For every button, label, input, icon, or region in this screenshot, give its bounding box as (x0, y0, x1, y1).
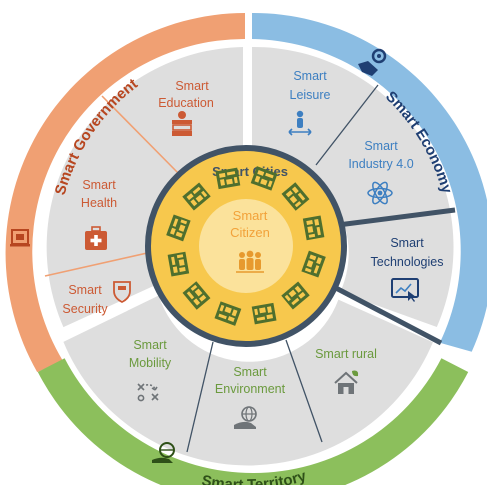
environment-label-line1: Smart (233, 365, 267, 379)
territory-sector-bg (63, 295, 433, 466)
divider-industry-technologies (337, 207, 456, 228)
mobility-label-line1: Smart (133, 338, 167, 352)
city-map-tile (251, 302, 277, 325)
citizen-label-line1: Smart (233, 208, 268, 223)
city-map-tile (301, 250, 326, 278)
divider-leisure-industry (315, 84, 379, 166)
environment-label-line2: Environment (215, 382, 286, 396)
touch-screen-icon (391, 278, 419, 302)
industry-label-line2: Industry 4.0 (348, 157, 413, 171)
atom-icon (367, 181, 393, 205)
government-sector-bg (46, 47, 243, 328)
city-map-tiles (166, 166, 326, 326)
city-map-tile (281, 281, 310, 310)
leisure-label-line1: Smart (293, 69, 327, 83)
leisure-label-line2: Leisure (290, 88, 331, 102)
citizen-label-line2: Citizen (230, 225, 270, 240)
city-map-tile (215, 167, 241, 190)
government-building-icon (10, 229, 30, 247)
city-map-tile (302, 215, 325, 241)
people-group-icon (236, 250, 264, 273)
economy-sector-bg (252, 46, 454, 327)
citizen-circle (199, 199, 293, 293)
city-map-tile (250, 166, 278, 191)
divider-health-security (44, 250, 157, 277)
city-map-tile (281, 182, 310, 211)
medical-kit-icon (85, 226, 107, 250)
education-label-line1: Smart (175, 79, 209, 93)
industry-label-line1: Smart (364, 139, 398, 153)
security-label-line2: Security (62, 302, 108, 316)
person-arrows-icon (288, 110, 312, 136)
economy-ring (252, 12, 487, 352)
hand-gear-icon (358, 48, 387, 76)
divider-education-health (101, 95, 183, 178)
globe-hand-badge-icon (152, 442, 175, 463)
divider-mobility-environment (186, 341, 214, 453)
sector-environment: Smart Environment (215, 365, 286, 429)
divider-technologies-territory (332, 284, 443, 346)
strategy-icon (137, 383, 159, 402)
rural-label: Smart rural (315, 347, 377, 361)
books-apple-icon (172, 111, 192, 136)
sector-health: Smart Health (81, 178, 117, 250)
city-map-tile (182, 182, 211, 211)
sector-rural: Smart rural (315, 347, 377, 394)
city-map-tile (214, 301, 242, 326)
government-ring (5, 13, 245, 373)
health-label-line2: Health (81, 196, 117, 210)
sector-leisure: Smart Leisure (288, 69, 331, 136)
house-leaf-icon (334, 370, 359, 394)
mobility-label-line2: Mobility (129, 356, 172, 370)
education-label-line2: Education (158, 96, 214, 110)
shield-icon (113, 281, 131, 304)
sector-technologies: Smart Technologies (371, 236, 444, 302)
sector-security: Smart Security (62, 281, 131, 316)
divider-environment-rural (285, 339, 323, 443)
sector-mobility: Smart Mobility (129, 338, 172, 402)
technologies-label-line2: Technologies (371, 255, 444, 269)
city-map-tile (167, 251, 190, 277)
city-map-tile (182, 281, 211, 310)
territory-ring (37, 358, 469, 485)
sector-industry: Smart Industry 4.0 (348, 139, 414, 205)
city-map-tile (166, 214, 191, 242)
sector-education: Smart Education (158, 79, 214, 136)
technologies-label-line1: Smart (390, 236, 424, 250)
globe-hand-icon (234, 406, 257, 429)
health-label-line1: Smart (82, 178, 116, 192)
security-label-line1: Smart (68, 283, 102, 297)
